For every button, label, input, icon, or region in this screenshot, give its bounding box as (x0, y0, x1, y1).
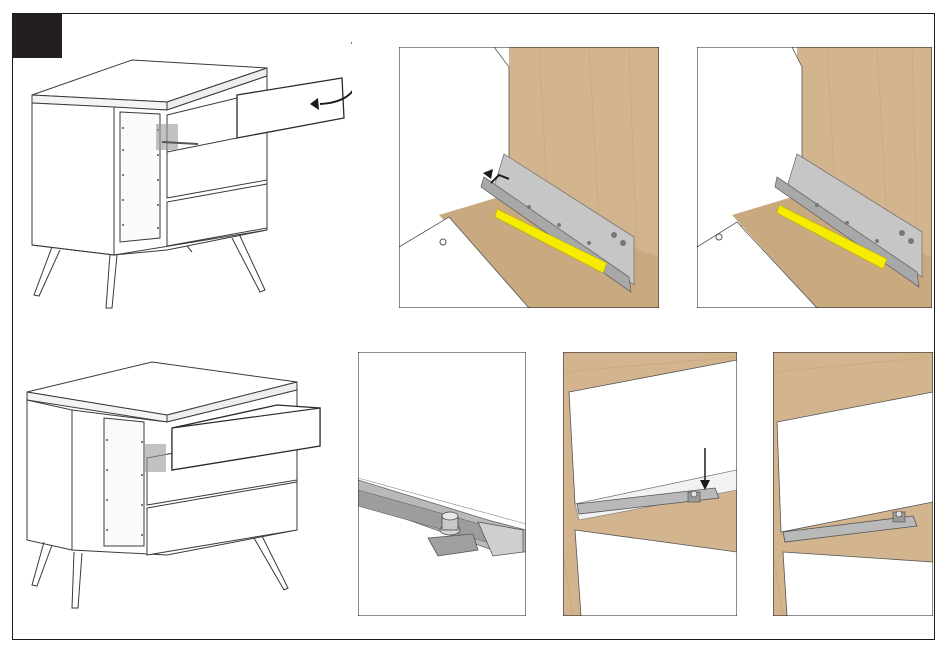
figure-cabinet-drawer-open (22, 40, 352, 310)
figure-drawer-on-rail-press (563, 352, 737, 616)
highlight-zone (144, 444, 166, 472)
figure-runner-unlock (399, 47, 659, 308)
figure-cabinet-drawer-closed (22, 350, 332, 615)
figure-runner-locked (697, 47, 932, 308)
highlight-zone (156, 124, 178, 150)
figure-rail-pin-closeup (358, 352, 526, 616)
figure-drawer-on-rail-seated (773, 352, 933, 616)
